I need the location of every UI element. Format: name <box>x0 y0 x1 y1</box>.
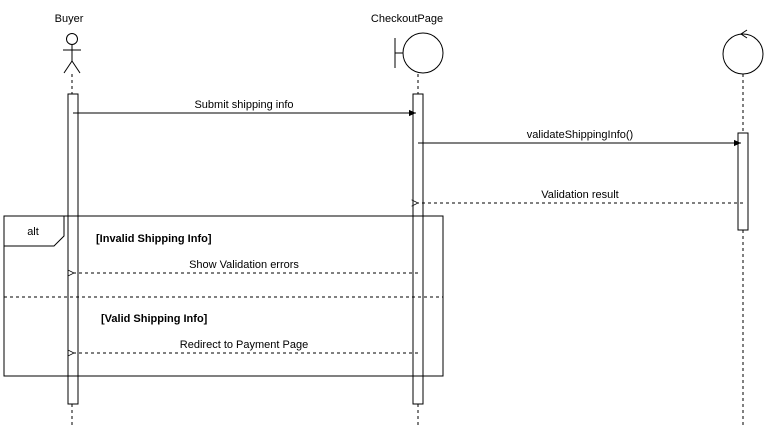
message-show-validation-errors: Show Validation errors <box>74 259 418 273</box>
message-label: Redirect to Payment Page <box>180 339 308 351</box>
participant-buyer-label: Buyer <box>55 13 84 25</box>
message-submit-shipping-info: Submit shipping info <box>73 99 416 117</box>
alt-fragment <box>3 215 444 377</box>
checkoutpage-activation-bar <box>412 93 424 405</box>
message-label: Show Validation errors <box>189 259 299 271</box>
buyer-activation-bar <box>67 93 79 405</box>
message-label: validateShippingInfo() <box>527 129 633 141</box>
control-activation-bar <box>737 132 749 231</box>
guard-invalid-label: [Invalid Shipping Info] <box>96 233 212 245</box>
guard-valid-label: [Valid Shipping Info] <box>101 313 208 325</box>
message-redirect-to-payment: Redirect to Payment Page <box>74 339 418 353</box>
alt-operator-label: alt <box>27 226 39 238</box>
checkoutpage-boundary-icon <box>394 32 444 74</box>
message-label: Validation result <box>541 189 618 201</box>
buyer-actor-icon <box>63 33 81 74</box>
message-validation-result: Validation result <box>418 189 743 203</box>
message-validate-shipping-info: validateShippingInfo() <box>418 129 741 147</box>
participant-checkoutpage-label: CheckoutPage <box>371 13 443 25</box>
control-object-icon <box>722 29 764 75</box>
message-label: Submit shipping info <box>194 99 293 111</box>
